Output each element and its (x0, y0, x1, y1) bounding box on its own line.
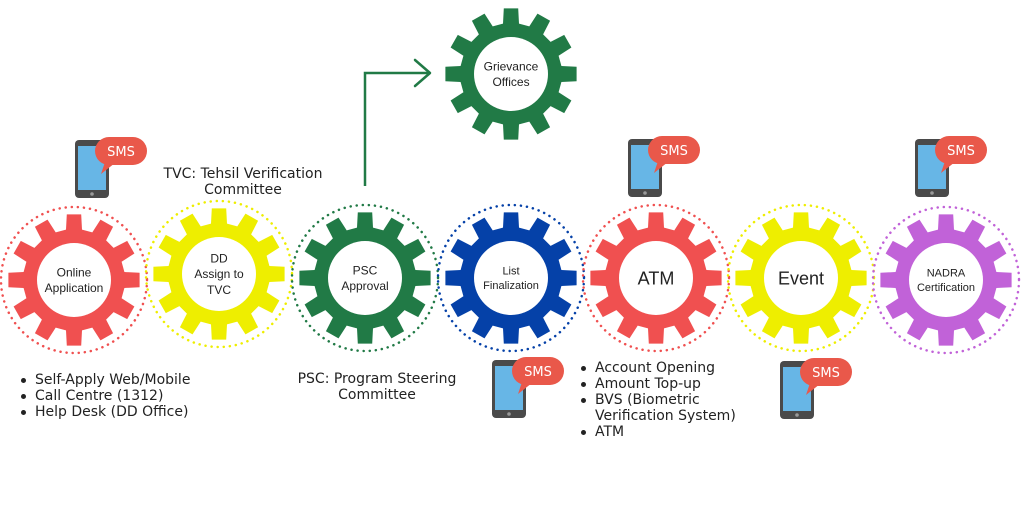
phone-home-button (795, 413, 799, 417)
arrow-head-icon (413, 58, 432, 88)
sms-bubble-icon: SMS (95, 137, 147, 174)
atm-services-list: Account Opening Amount Top-up BVS (Biome… (580, 360, 736, 440)
sms-phone-online-application: SMS (75, 137, 147, 198)
nadra-certification-dotted-ring (871, 205, 1021, 355)
gear-hub (619, 241, 693, 315)
sms-bubble-icon: SMS (648, 136, 700, 173)
gear-hub (909, 243, 983, 317)
tvc-definition-note: TVC: Tehsil Verification Committee (163, 166, 323, 198)
sms-label: SMS (947, 144, 975, 159)
list-item: Self-Apply Web/Mobile (20, 372, 190, 388)
sms-label: SMS (660, 144, 688, 159)
sms-phone-list-finalization: SMS (492, 357, 564, 418)
list-item: ATM (580, 424, 736, 440)
gear-label: TVC (207, 283, 231, 297)
gear-hub (474, 37, 548, 111)
sms-label: SMS (812, 366, 840, 381)
phone-home-button (90, 192, 94, 196)
sms-phone-nadra: SMS (915, 136, 987, 197)
phone-home-button (507, 412, 511, 416)
list-item: Call Centre (1312) (20, 388, 190, 404)
gear-label: Certification (917, 282, 975, 294)
gear-label: Online (57, 265, 92, 279)
nadra-certification-gear: NADRA Certification (880, 214, 1012, 346)
psc-definition-note: PSC: Program Steering Committee (297, 371, 457, 403)
sms-label: SMS (107, 145, 135, 160)
sms-bubble-icon: SMS (512, 357, 564, 394)
list-item-continued: Verification System) (595, 408, 736, 424)
gear-label: Grievance (484, 59, 539, 73)
gear-hub (37, 243, 111, 317)
list-item: BVS (Biometric (580, 392, 736, 408)
phone-home-button (643, 191, 647, 195)
sms-bubble-icon: SMS (935, 136, 987, 173)
application-channels-list: Self-Apply Web/Mobile Call Centre (1312)… (20, 372, 190, 420)
gear-label: DD (210, 252, 228, 266)
online-application-dotted-ring (0, 205, 149, 355)
gear-label: NADRA (927, 268, 966, 280)
psc-approval-gear: PSC Approval (299, 212, 431, 344)
phone-home-button (930, 191, 934, 195)
psc-approval-dotted-ring (290, 203, 440, 353)
list-item: Amount Top-up (580, 376, 736, 392)
gear-label: Event (778, 268, 824, 288)
list-item: Help Desk (DD Office) (20, 404, 190, 420)
gear-label: Approval (341, 279, 388, 293)
gear-label: Assign to (194, 267, 244, 281)
sms-label: SMS (524, 365, 552, 380)
gear-hub (764, 241, 838, 315)
event-gear: Event (735, 212, 867, 344)
gear-label: Application (45, 281, 104, 295)
gear-hub (328, 241, 402, 315)
list-finalization-dotted-ring (436, 203, 586, 353)
escalation-arrow (363, 71, 428, 186)
gear-label: ATM (638, 268, 675, 288)
sms-phone-event: SMS (780, 358, 852, 419)
gear-label: Offices (492, 75, 529, 89)
gear-label: Finalization (483, 280, 539, 292)
sms-phone-atm: SMS (628, 136, 700, 197)
gear-hub (474, 241, 548, 315)
gear-label: List (502, 266, 519, 278)
atm-dotted-ring (581, 203, 731, 353)
atm-gear: ATM (590, 212, 722, 344)
list-item: Account Opening (580, 360, 736, 376)
gear-label: PSC (353, 263, 378, 277)
gear-hub (182, 237, 256, 311)
sms-bubble-icon: SMS (800, 358, 852, 395)
